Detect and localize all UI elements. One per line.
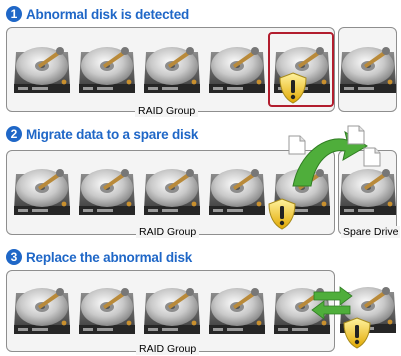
step-3-title: 3 Replace the abnormal disk <box>6 248 192 266</box>
hard-drive-icon <box>144 47 200 93</box>
hard-drive-icon <box>340 47 396 93</box>
hard-drive-icon <box>14 47 70 93</box>
raid-group-label: RAID Group <box>136 226 200 238</box>
hard-drive-icon <box>209 47 265 93</box>
hard-drive-icon <box>79 169 135 215</box>
hard-drive-icon <box>144 288 200 334</box>
document-icon <box>347 125 365 145</box>
raid-group-label: RAID Group <box>135 105 199 117</box>
hard-drive-icon <box>14 288 70 334</box>
hard-drive-icon <box>79 288 135 334</box>
swap-arrows-icon <box>311 286 353 320</box>
document-icon <box>363 147 381 167</box>
warning-shield-icon <box>268 198 296 230</box>
step-title-text: Abnormal disk is detected <box>26 6 190 22</box>
warning-shield-icon <box>343 317 371 349</box>
raid-group-label: RAID Group <box>136 343 200 355</box>
step-number: 1 <box>6 6 22 22</box>
step-2-title: 2 Migrate data to a spare disk <box>6 125 198 143</box>
step-title-text: Replace the abnormal disk <box>26 249 193 265</box>
step-number: 3 <box>6 249 22 265</box>
step-title-text: Migrate data to a spare disk <box>26 126 199 142</box>
abnormal-disk-highlight <box>268 32 334 107</box>
hard-drive-icon <box>144 169 200 215</box>
warning-shield-icon <box>279 72 307 104</box>
document-icon <box>288 135 306 155</box>
hard-drive-icon <box>209 169 265 215</box>
spare-drive-label: Spare Drive <box>341 226 401 238</box>
step-number: 2 <box>6 126 22 142</box>
hard-drive-icon <box>209 288 265 334</box>
hard-drive-icon <box>79 47 135 93</box>
hard-drive-icon <box>14 169 70 215</box>
step-1-title: 1 Abnormal disk is detected <box>6 5 189 23</box>
